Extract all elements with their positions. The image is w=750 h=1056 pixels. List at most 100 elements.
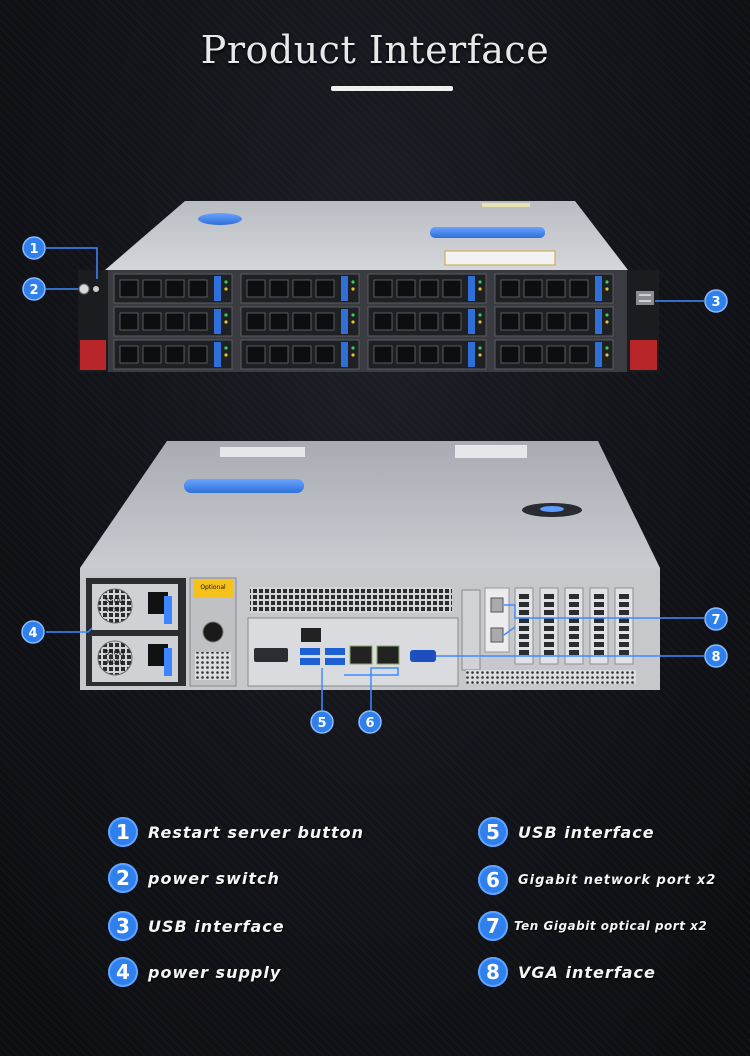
legend-item-6: 6 Gigabit network port x2 (478, 864, 716, 896)
pcie-slot-vent (544, 594, 554, 599)
optional-port (202, 621, 224, 643)
drive-bay-led (224, 320, 228, 324)
drive-bay-latch (214, 309, 221, 334)
pcie-slot-vent (569, 594, 579, 599)
back-chassis-top (80, 441, 660, 568)
pcie-slot-vent (619, 618, 629, 623)
pcie-slot-vent (569, 618, 579, 623)
psu-top-sub: M008 (107, 607, 124, 614)
callout-badge-5: 5 (310, 710, 334, 734)
drive-bay-hole (373, 312, 393, 331)
drive-bay-led (478, 313, 482, 317)
drive-bay-led (224, 313, 228, 317)
drive-bay-hole (419, 312, 439, 331)
server-front (78, 201, 659, 372)
drive-bay-led (224, 287, 228, 291)
legend-item-4: 4 power supply (108, 956, 281, 988)
callout-lines (46, 247, 704, 710)
drive-bay-hole (442, 279, 462, 298)
pcie-slot-vent (519, 602, 529, 607)
pcie-slot-vent (619, 634, 629, 639)
callout-badge-1: 1 (22, 236, 46, 260)
drive-bay-led (605, 280, 609, 284)
pcie-slot-vent (519, 634, 529, 639)
drive-bay-led (224, 346, 228, 350)
drive-bay-hole (373, 345, 393, 364)
drive-bay-hole (165, 312, 185, 331)
vga-port (410, 650, 436, 662)
drive-bay-led (351, 313, 355, 317)
pcie-slot-vent (569, 610, 579, 615)
callout-7-line-b (503, 626, 516, 636)
drive-bay-hole (188, 345, 208, 364)
callout-4-line (46, 627, 93, 633)
drive-bay-hole (142, 345, 162, 364)
drive-bay-latch (214, 342, 221, 367)
optional-label: Optional (200, 584, 226, 591)
mgmt-lan-port (301, 628, 321, 642)
drive-bay-hole (292, 312, 312, 331)
legend-item-3: 3 USB interface (108, 910, 285, 942)
drive-bay-led (605, 287, 609, 291)
pcie-slot-vent (569, 602, 579, 607)
svg-text:4: 4 (28, 626, 37, 641)
drive-bay-hole (500, 279, 520, 298)
psu-top-power-inlet (148, 592, 168, 614)
pcie-slot-vent (544, 626, 554, 631)
pcie-slots (514, 587, 634, 665)
drive-bay-hole (523, 345, 543, 364)
drive-bay-led (224, 280, 228, 284)
page-title: Product Interface (200, 28, 550, 72)
power-button[interactable] (78, 283, 90, 295)
pcie-slot-vent (569, 626, 579, 631)
restart-button[interactable] (93, 286, 99, 292)
drive-bay-led (224, 353, 228, 357)
callout-badges: 1 2 3 4 5 6 7 (21, 236, 728, 734)
drive-bay-hole (546, 345, 566, 364)
front-left-ear-red (80, 340, 106, 370)
usb-port-3 (325, 648, 345, 655)
drive-bay-hole (269, 345, 289, 364)
front-top-warning-sticker (444, 250, 556, 266)
drive-bay-hole (419, 279, 439, 298)
psu-bottom-label: 550W (105, 649, 125, 657)
back-top-sticker-left (220, 447, 305, 457)
legend-label-4: power supply (148, 962, 282, 982)
svg-text:8: 8 (711, 650, 720, 665)
psu-top-fan (97, 588, 133, 624)
drive-bay-hole (442, 312, 462, 331)
svg-text:7: 7 (711, 613, 720, 628)
drive-bay-led (351, 346, 355, 350)
pcie-slot-vent (519, 650, 529, 655)
legend-number-7: 7 (478, 911, 508, 941)
pcie-slot-vent (594, 602, 604, 607)
pcie-slot-vent (569, 650, 579, 655)
pcie-slot-vent (619, 650, 629, 655)
drive-bay-hole (246, 279, 266, 298)
pcie-slot-vent (594, 634, 604, 639)
legend-number-6: 6 (478, 865, 508, 895)
drive-bay-led (478, 280, 482, 284)
callout-badge-2: 2 (22, 277, 46, 301)
pcie-slot-vent (519, 618, 529, 623)
drive-bay-hole (569, 312, 589, 331)
legend-item-5: 5 USB interface (478, 816, 655, 848)
legend-label-2: power switch (148, 868, 280, 888)
drive-bay-hole (269, 279, 289, 298)
pcie-slot-vent (594, 650, 604, 655)
pcie-slot-vent (544, 650, 554, 655)
legend-number-2: 2 (108, 863, 138, 893)
psu-bottom-power-inlet (148, 644, 168, 666)
back-top-vent (250, 587, 452, 613)
front-top-handle-label (430, 227, 545, 238)
optional-sticker (193, 580, 233, 598)
drive-bay-led (478, 353, 482, 357)
pcie-slot-vent (619, 610, 629, 615)
drive-bay-hole (396, 312, 416, 331)
psu-bottom-handle (164, 648, 172, 676)
drive-bay-latch (341, 342, 348, 367)
legend-item-2: 2 power switch (108, 862, 280, 894)
pcie-slot-vent (519, 642, 529, 647)
front-right-ear-red (630, 340, 657, 370)
